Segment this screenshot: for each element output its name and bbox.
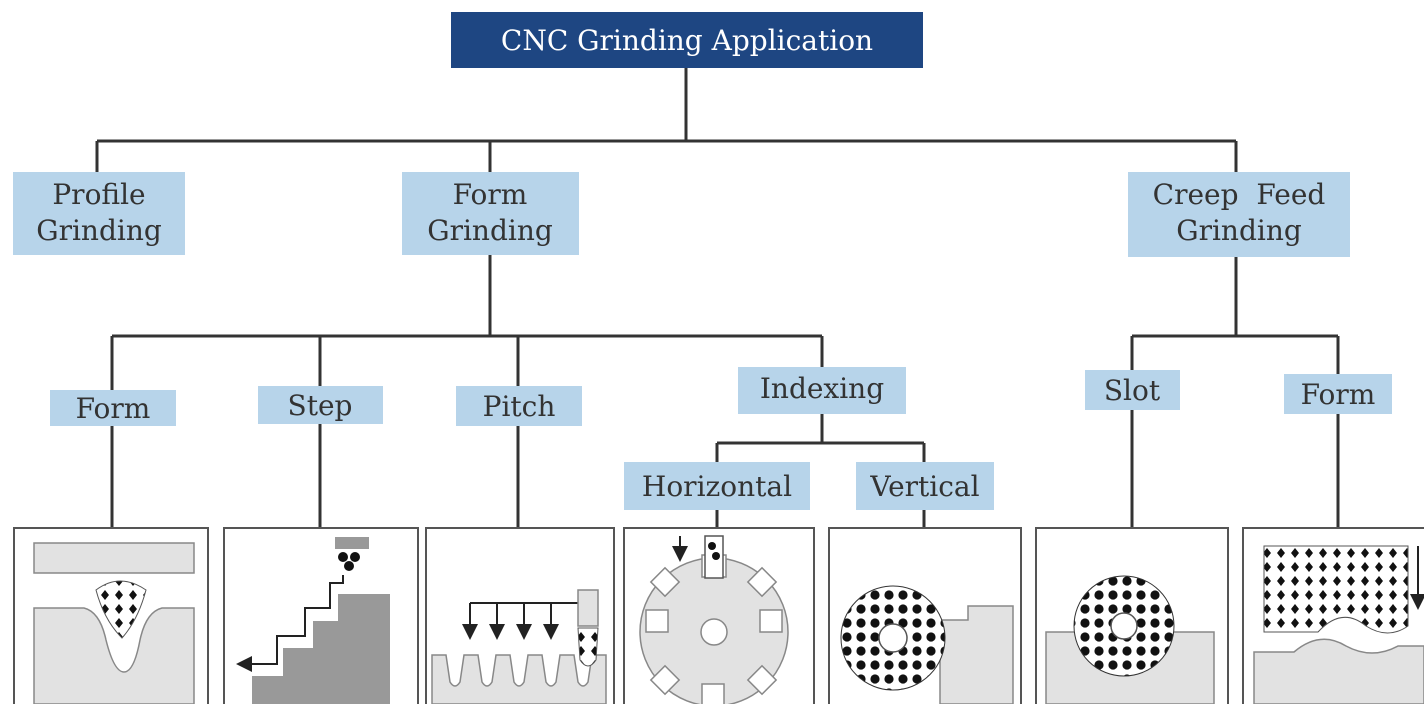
creep-feed-grinding-line1: Creep Feed <box>1153 178 1326 211</box>
root-node: CNC Grinding Application <box>451 12 923 68</box>
illustration-step-grinding <box>223 527 419 704</box>
creep-form-label: Form <box>1301 378 1376 411</box>
profile-grinding-line1: Profile <box>52 178 145 211</box>
root-label: CNC Grinding Application <box>501 24 873 57</box>
node-form-grinding: Form Grinding <box>402 172 579 255</box>
step-label: Step <box>288 389 353 422</box>
creep-feed-grinding-line2: Grinding <box>1176 214 1302 247</box>
illustration-pitch-grinding <box>425 527 615 704</box>
form-grinding-line2: Grinding <box>427 214 553 247</box>
node-vertical: Vertical <box>856 462 994 510</box>
node-creep-form: Form <box>1284 374 1392 414</box>
illustration-horizontal-indexing <box>623 527 815 704</box>
profile-grinding-line2: Grinding <box>36 214 162 247</box>
node-form: Form <box>50 390 176 426</box>
node-slot: Slot <box>1085 370 1180 410</box>
node-indexing: Indexing <box>738 367 906 414</box>
slot-label: Slot <box>1104 374 1161 407</box>
node-step: Step <box>258 386 383 424</box>
vertical-label: Vertical <box>869 470 979 503</box>
illustration-slot-grinding <box>1035 527 1229 704</box>
node-pitch: Pitch <box>456 386 582 426</box>
indexing-label: Indexing <box>760 372 884 405</box>
illustration-vertical-indexing <box>828 527 1022 704</box>
form-label: Form <box>76 392 151 425</box>
node-profile-grinding: Profile Grinding <box>13 172 185 255</box>
node-creep-feed-grinding: Creep Feed Grinding <box>1128 172 1350 257</box>
horizontal-label: Horizontal <box>642 470 792 503</box>
form-grinding-line1: Form <box>453 178 528 211</box>
illustration-form-grinding <box>13 527 209 704</box>
connector-lines <box>95 68 1340 528</box>
illustration-creep-feed-form-grinding <box>1242 527 1424 704</box>
node-horizontal: Horizontal <box>624 462 810 510</box>
pitch-label: Pitch <box>483 390 556 423</box>
